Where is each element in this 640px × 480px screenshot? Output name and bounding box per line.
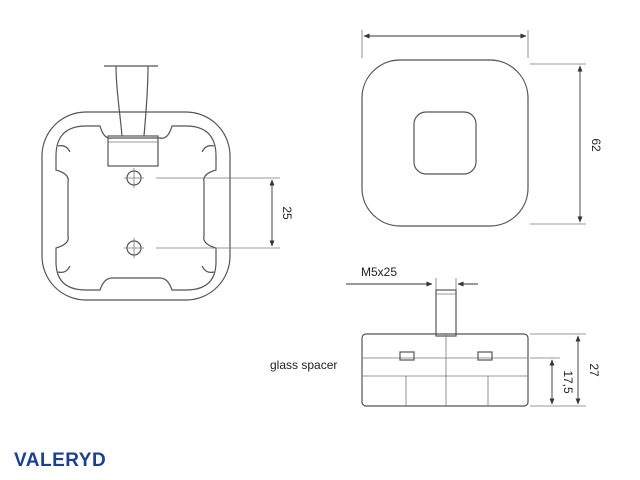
spacer-tab-right — [477, 351, 493, 361]
back-view: 25 — [41, 65, 294, 301]
side-view: M5x25 glass spacer 27 17,5 — [270, 265, 601, 407]
inner-rim — [55, 125, 217, 291]
housing-outline — [41, 111, 231, 301]
notch-top-right — [201, 145, 215, 153]
hole-spacing-label: 25 — [280, 206, 294, 220]
notch-bottom-right — [201, 265, 215, 273]
thread-label: M5x25 — [361, 265, 397, 279]
notch-bottom-left — [57, 265, 71, 273]
brand-logo: VALERYD — [14, 450, 107, 471]
lamp-body-side — [361, 333, 529, 407]
spacer-tab-left — [399, 351, 415, 361]
cable-gland — [107, 135, 159, 167]
lamp-housing-front — [361, 59, 529, 227]
cable — [115, 65, 149, 137]
body-depth-label: 17,5 — [561, 370, 575, 394]
total-depth-label: 27 — [587, 363, 601, 377]
notch-top-left — [57, 145, 71, 153]
glass-spacer-label: glass spacer — [270, 358, 337, 372]
lens — [413, 111, 477, 175]
width-label: 62 — [589, 138, 603, 152]
threaded-stud — [435, 289, 457, 337]
front-view: 62 — [361, 30, 603, 227]
